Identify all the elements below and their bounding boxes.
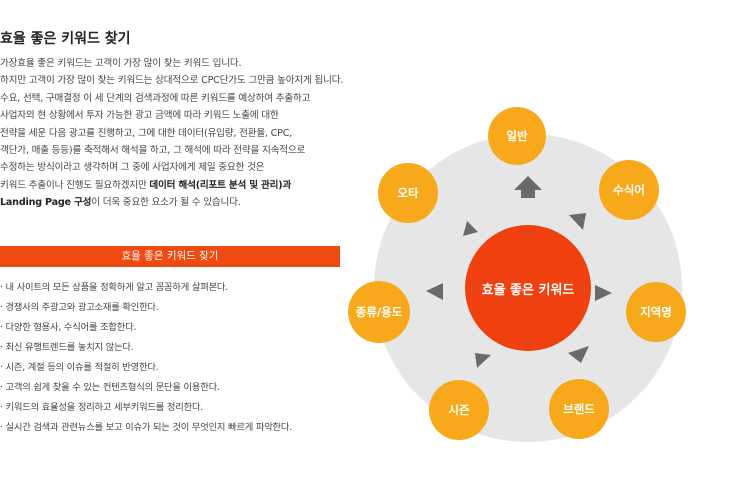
node-region: 지역명 <box>626 282 686 342</box>
arrow-lower-right-icon <box>568 346 589 363</box>
intro-line: 하지만 고객이 가장 많이 찾는 키워드는 상대적으로 CPC단가도 그만큼 높… <box>0 75 344 87</box>
intro-line: 객단가, 매출 등등)를 축적해서 해석을 하고, 그 해석에 따라 전략을 지… <box>0 145 306 157</box>
tip-item: 고객의 쉽게 찾을 수 있는 컨텐츠형식의 문단을 이용한다. <box>0 378 350 398</box>
tip-item: 최신 유행트렌드를 놓치지 않는다. <box>0 338 350 358</box>
keyword-diagram: 일반 수식어 지역명 브랜드 시즌 종류/용도 오타 효율 좋은 키워드 <box>340 95 745 485</box>
section-title: 효율 좋은 키워드 찾기 <box>0 31 131 47</box>
tip-item: 키워드의 효율성을 정리하고 세부키워드를 정리한다. <box>0 398 350 418</box>
node-modifier: 수식어 <box>599 160 659 220</box>
intro-paragraph: 가장효율 좋은 키워드는 고객이 가장 많이 찾는 키워드 입니다. 하지만 고… <box>0 55 400 212</box>
keyword-tips-banner: 효율 좋은 키워드 찾기 <box>0 246 340 267</box>
node-brand: 브랜드 <box>549 379 609 439</box>
keyword-tips-list: 내 사이트의 모든 상품을 정확하게 알고 꼼꼼하게 살펴본다. 경쟁사의 주광… <box>0 278 350 438</box>
intro-line: 키워드 추출이나 진행도 필요하겠지만 데이터 해석(리포트 분석 및 관리)과 <box>0 177 400 194</box>
intro-text: 키워드 추출이나 진행도 필요하겠지만 <box>0 179 150 191</box>
intro-line: 수정하는 방식이라고 생각하며 그 중에 사업자에게 제일 중요한 것은 <box>0 162 265 174</box>
arrow-up-icon <box>514 176 542 198</box>
center-node: 효율 좋은 키워드 <box>465 225 591 351</box>
arrow-upper-right-icon <box>569 213 586 230</box>
node-general: 일반 <box>488 107 546 165</box>
arrow-right-icon <box>595 285 612 301</box>
tip-item: 시즌, 계절 등의 이슈를 적절히 반영한다. <box>0 358 350 378</box>
node-typo: 오타 <box>378 163 438 223</box>
intro-line: 사업자의 현 상황에서 투자 가능한 광고 금액에 따라 키워드 노출에 대한 <box>0 110 279 122</box>
intro-emphasis: Landing Page 구성 <box>0 197 92 209</box>
node-season: 시즌 <box>429 380 489 440</box>
intro-line: 전략을 세운 다음 광고를 진행하고, 그에 대한 데이터(유입량, 전환율, … <box>0 127 293 139</box>
arrow-upper-left-icon <box>463 221 478 236</box>
arrow-left-icon <box>426 283 443 300</box>
tip-item: 경쟁사의 주광고와 광고소재를 확인한다. <box>0 298 350 318</box>
intro-line: 가장효율 좋은 키워드는 고객이 가장 많이 찾는 키워드 입니다. <box>0 58 242 69</box>
intro-line: 수요, 선택, 구매결정 이 세 단계의 검색과정에 따른 키워드를 예상하여 … <box>0 92 311 104</box>
tip-item: 실시간 검색과 관련뉴스를 보고 이슈가 되는 것이 무엇인지 빠르게 파악한다… <box>0 418 350 438</box>
tip-item: 다양한 형용사, 수식어를 조합한다. <box>0 318 350 338</box>
tip-item: 내 사이트의 모든 상품을 정확하게 알고 꼼꼼하게 살펴본다. <box>0 278 350 298</box>
intro-text: 이 더욱 중요한 요소가 될 수 있습니다. <box>91 197 241 209</box>
intro-line: Landing Page 구성이 더욱 중요한 요소가 될 수 있습니다. <box>0 194 400 211</box>
node-usage: 종류/용도 <box>348 281 410 343</box>
intro-emphasis: 데이터 해석(리포트 분석 및 관리)과 <box>149 179 292 191</box>
arrow-lower-left-icon <box>475 353 491 368</box>
